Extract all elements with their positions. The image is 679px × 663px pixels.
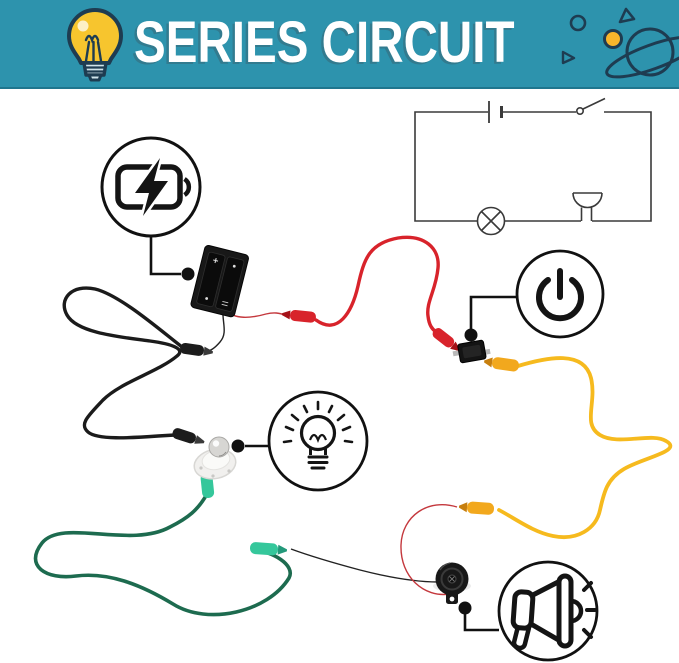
yellow-clip-switch[interactable] (483, 355, 519, 372)
green-jumper-wire (33, 492, 292, 617)
header-decorations (561, 7, 679, 79)
push-switch[interactable] (452, 339, 492, 364)
piezo-buzzer[interactable] (433, 562, 471, 605)
battery-callout-line (149, 236, 181, 276)
light-bulb[interactable] (208, 436, 230, 458)
green-clip-buzzer-lead[interactable] (249, 542, 288, 557)
header-banner: SERIES CIRCUIT (0, 0, 679, 89)
schematic-wire (414, 111, 488, 222)
triangle-outline-icon (618, 7, 636, 24)
battery-icon (100, 136, 202, 238)
page-title: SERIES CIRCUIT (134, 10, 515, 75)
buzzer-symbol (572, 192, 603, 221)
battery-black-lead (206, 309, 225, 352)
battery-callout-dot (181, 267, 195, 281)
red-clip-switch[interactable] (431, 326, 463, 354)
schematic-wire (592, 111, 652, 222)
circuit-schematic (414, 97, 652, 236)
circle-outline-icon (569, 14, 587, 32)
bulb-callout-dot (231, 439, 245, 453)
red-jumper-wire (314, 235, 440, 334)
black-clip-bulb[interactable] (171, 427, 206, 448)
power-callout-line (469, 295, 517, 329)
yellow-dot-icon (603, 29, 623, 49)
speaker-callout-line (463, 614, 499, 632)
red-clip-battery[interactable] (281, 309, 317, 323)
power-icon (515, 249, 605, 339)
lightbulb-rays-icon (267, 390, 369, 492)
switch-symbol (575, 97, 606, 116)
header-art (67, 7, 679, 82)
battery-pack[interactable] (190, 245, 249, 318)
lamp-symbol (476, 206, 506, 236)
black-clip-battery[interactable] (179, 342, 213, 357)
bulb-holder[interactable] (191, 436, 238, 483)
yellow-jumper-wire (497, 356, 673, 539)
power-callout-dot (464, 328, 478, 342)
yellow-clip-buzzer-lead[interactable] (458, 501, 495, 515)
black-jumper-wire (62, 286, 184, 440)
triangle-outline-icon (561, 50, 576, 65)
speaker-callout-dot (458, 601, 472, 615)
battery-symbol (488, 101, 503, 123)
battery-red-lead (227, 309, 286, 318)
buzzer-black-lead (290, 548, 439, 583)
megaphone-icon (497, 560, 599, 662)
saturn-planet-icon (605, 27, 679, 79)
lightbulb-icon (67, 8, 123, 82)
